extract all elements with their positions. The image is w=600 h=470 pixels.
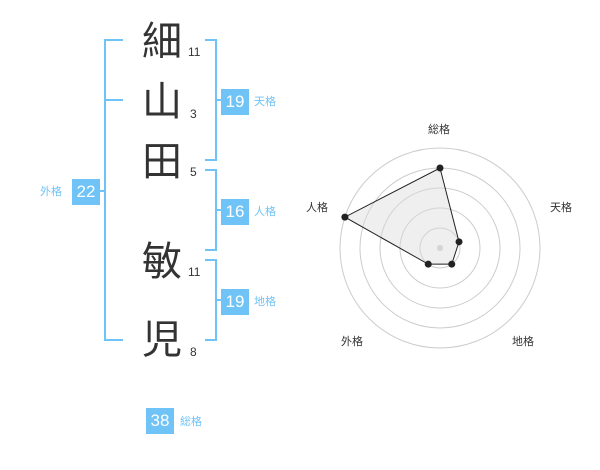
soukaku-value: 38 [146,408,174,434]
radar-ring [339,147,541,349]
name-char-1: 細 [142,19,182,65]
chikaku-label: 地格 [254,295,276,308]
name-char-5: 児 [142,317,182,363]
radar-axis-label: 外格 [341,335,363,348]
tenkaku-label: 天格 [254,95,276,108]
tenkaku-value: 19 [221,89,249,115]
stroke-count-2: 3 [190,107,197,121]
gaikaku-value: 22 [72,179,100,205]
radar-center [437,245,443,251]
gaikaku-label: 外格 [40,185,62,198]
radar-point [436,164,444,172]
stroke-count-3: 5 [190,165,197,179]
radar-ring [379,187,501,309]
radar-series-polygon [343,167,460,265]
name-char-3: 田 [142,139,182,185]
radar-point [448,260,456,268]
stroke-count-4: 11 [188,265,201,279]
radar-point [341,213,349,221]
radar-axis-label: 人格 [306,201,328,214]
radar-axis-label: 地格 [512,335,534,348]
stroke-count-1: 11 [188,45,201,59]
chikaku-value: 19 [221,289,249,315]
soukaku-label: 総格 [180,415,202,428]
name-char-2: 山 [142,79,182,125]
radar-axis-label: 天格 [550,201,572,214]
radar-point [424,260,432,268]
radar-point [455,238,463,246]
jinkaku-label: 人格 [254,205,276,218]
radar-axis-label: 総格 [428,123,450,136]
jinkaku-value: 16 [221,199,249,225]
radar-ring [419,227,461,269]
stroke-count-5: 8 [190,345,197,359]
name-char-4: 敏 [142,239,182,285]
